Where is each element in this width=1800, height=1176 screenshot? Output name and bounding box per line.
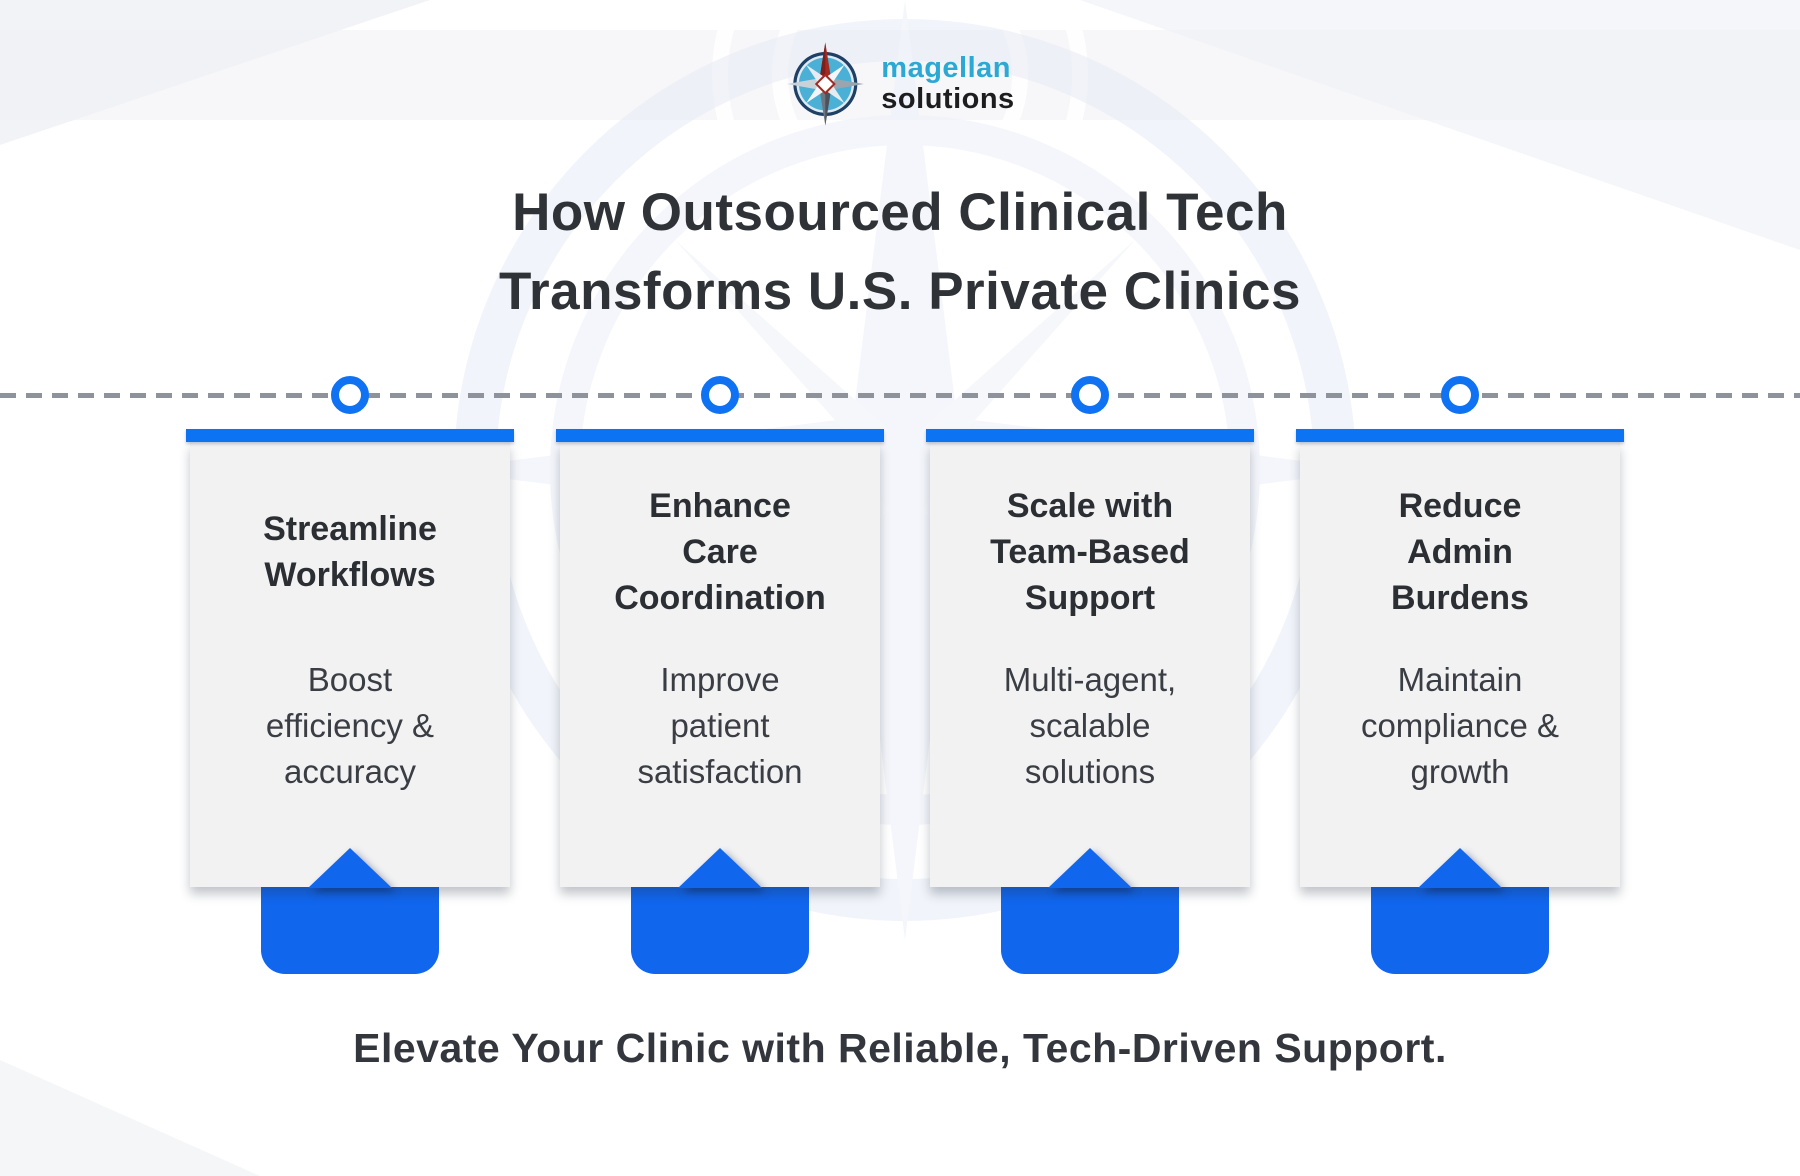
- card-body: Streamline Workflows Boost efficiency & …: [190, 442, 510, 887]
- card-description: Maintain compliance & growth: [1360, 661, 1560, 790]
- timeline-node-2: [701, 376, 739, 414]
- card-accent-bar: [926, 429, 1254, 442]
- footer-tagline: Elevate Your Clinic with Reliable, Tech-…: [353, 1025, 1447, 1071]
- card-title: Reduce Admin Burdens: [1391, 487, 1529, 617]
- card-description: Boost efficiency & accuracy: [265, 661, 435, 790]
- ribbon-banner: [261, 887, 439, 974]
- logo-text-magellan: magellan: [881, 51, 1012, 84]
- card-title: Streamline Workflows: [263, 510, 437, 594]
- card-accent-bar: [186, 429, 514, 442]
- ribbon-arrow-icon: [1048, 848, 1132, 888]
- timeline-node-3: [1071, 376, 1109, 414]
- card-streamline-workflows: Streamline Workflows Boost efficiency & …: [186, 429, 514, 979]
- ribbon-arrow-icon: [678, 848, 762, 888]
- card-reduce-admin-burdens: Reduce Admin Burdens Maintain compliance…: [1296, 429, 1624, 979]
- card-body: Scale with Team-Based Support Multi-agen…: [930, 442, 1250, 887]
- card-body: Enhance Care Coordination Improve patien…: [560, 442, 880, 887]
- ribbon-banner: [1371, 887, 1549, 974]
- card-enhance-care-coordination: Enhance Care Coordination Improve patien…: [556, 429, 884, 979]
- magellan-solutions-logo: magellan solutions: [785, 38, 1014, 130]
- ribbon-arrow-icon: [308, 848, 392, 888]
- ribbon-banner: [1001, 887, 1179, 974]
- card-accent-bar: [1296, 429, 1624, 442]
- ribbon-arrow-icon: [1418, 848, 1502, 888]
- card-description: Improve patient satisfaction: [637, 661, 803, 790]
- ribbon-banner: [631, 887, 809, 974]
- compass-rose-icon: [786, 42, 864, 126]
- logo-text-solutions: solutions: [881, 83, 1015, 115]
- logo-wordmark: magellan solutions: [881, 51, 1015, 116]
- card-scale-team-based-support: Scale with Team-Based Support Multi-agen…: [926, 429, 1254, 979]
- card-title: Enhance Care Coordination: [614, 487, 826, 617]
- card-accent-bar: [556, 429, 884, 442]
- timeline-node-4: [1441, 376, 1479, 414]
- card-title: Scale with Team-Based Support: [990, 487, 1190, 617]
- page-title: How Outsourced Clinical Tech Transforms …: [499, 183, 1301, 321]
- timeline-dashed-line: [0, 393, 1800, 398]
- card-description: Multi-agent, scalable solutions: [1003, 661, 1177, 790]
- card-body: Reduce Admin Burdens Maintain compliance…: [1300, 442, 1620, 887]
- timeline-node-1: [331, 376, 369, 414]
